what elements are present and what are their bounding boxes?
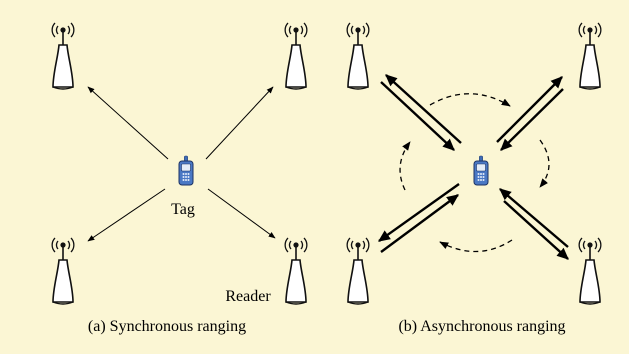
async-arrow-to-reader [378,183,460,242]
async-arrow-to-reader [503,200,569,260]
sequence-arrow-top [429,93,511,107]
sync-arrow-to-reader-top-left [87,86,169,160]
tag-label: Tag [171,201,195,218]
panel-caption: (a) Synchronous ranging [88,318,246,335]
async-arrow-to-reader [385,74,462,144]
async-arrow-to-tag [380,194,459,253]
async-arrow-to-tag [380,81,455,151]
sequence-arrow-bottom [439,239,513,253]
async-arrow-to-reader [496,76,563,143]
sequence-arrow-left [399,141,411,191]
panel-caption: (b) Asynchronous ranging [398,318,565,335]
panel-synchronous: Tag Reader (a) Synchronous ranging [51,22,308,335]
panel-asynchronous: (b) Asynchronous ranging [346,22,602,335]
async-arrow-to-tag [499,188,569,248]
async-arrow-to-tag [500,88,564,151]
reader-label: Reader [225,288,271,305]
sync-arrow-to-reader-top-right [205,86,274,160]
sync-arrow-to-reader-bottom-left [87,188,166,242]
sequence-arrow-right [539,139,550,188]
sync-arrow-to-reader-bottom-right [207,188,276,239]
